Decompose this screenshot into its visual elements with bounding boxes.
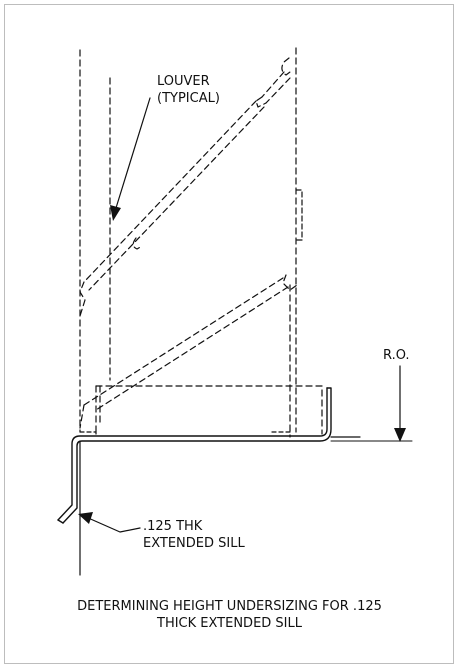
jamb-notch [295,189,303,241]
caption-line2: THICK EXTENDED SILL [157,616,302,631]
caption-line1: DETERMINING HEIGHT UNDERSIZING FOR .125 [77,599,382,614]
lower-louver-blade [79,274,298,429]
louver-frame-jambs [79,47,297,433]
ro-label: R.O. [383,348,410,363]
louver-arrowhead [110,205,121,221]
sill-label-line2: EXTENDED SILL [143,536,245,551]
louver-label-line2: (TYPICAL) [157,91,220,106]
louver-label-line1: LOUVER [157,74,210,89]
upper-louver-blade [79,57,291,317]
figure-caption: DETERMINING HEIGHT UNDERSIZING FOR .125 … [14,598,445,632]
drawing-frame [4,4,454,664]
louver-leader-line [115,97,151,209]
sill-flashing-outline [95,385,323,435]
extended-sill [57,387,332,524]
sill-label-line1: .125 THK [143,519,203,534]
ro-arrowhead [394,428,406,442]
sill-arrowhead [78,512,93,524]
sill-leader-line [85,516,141,533]
